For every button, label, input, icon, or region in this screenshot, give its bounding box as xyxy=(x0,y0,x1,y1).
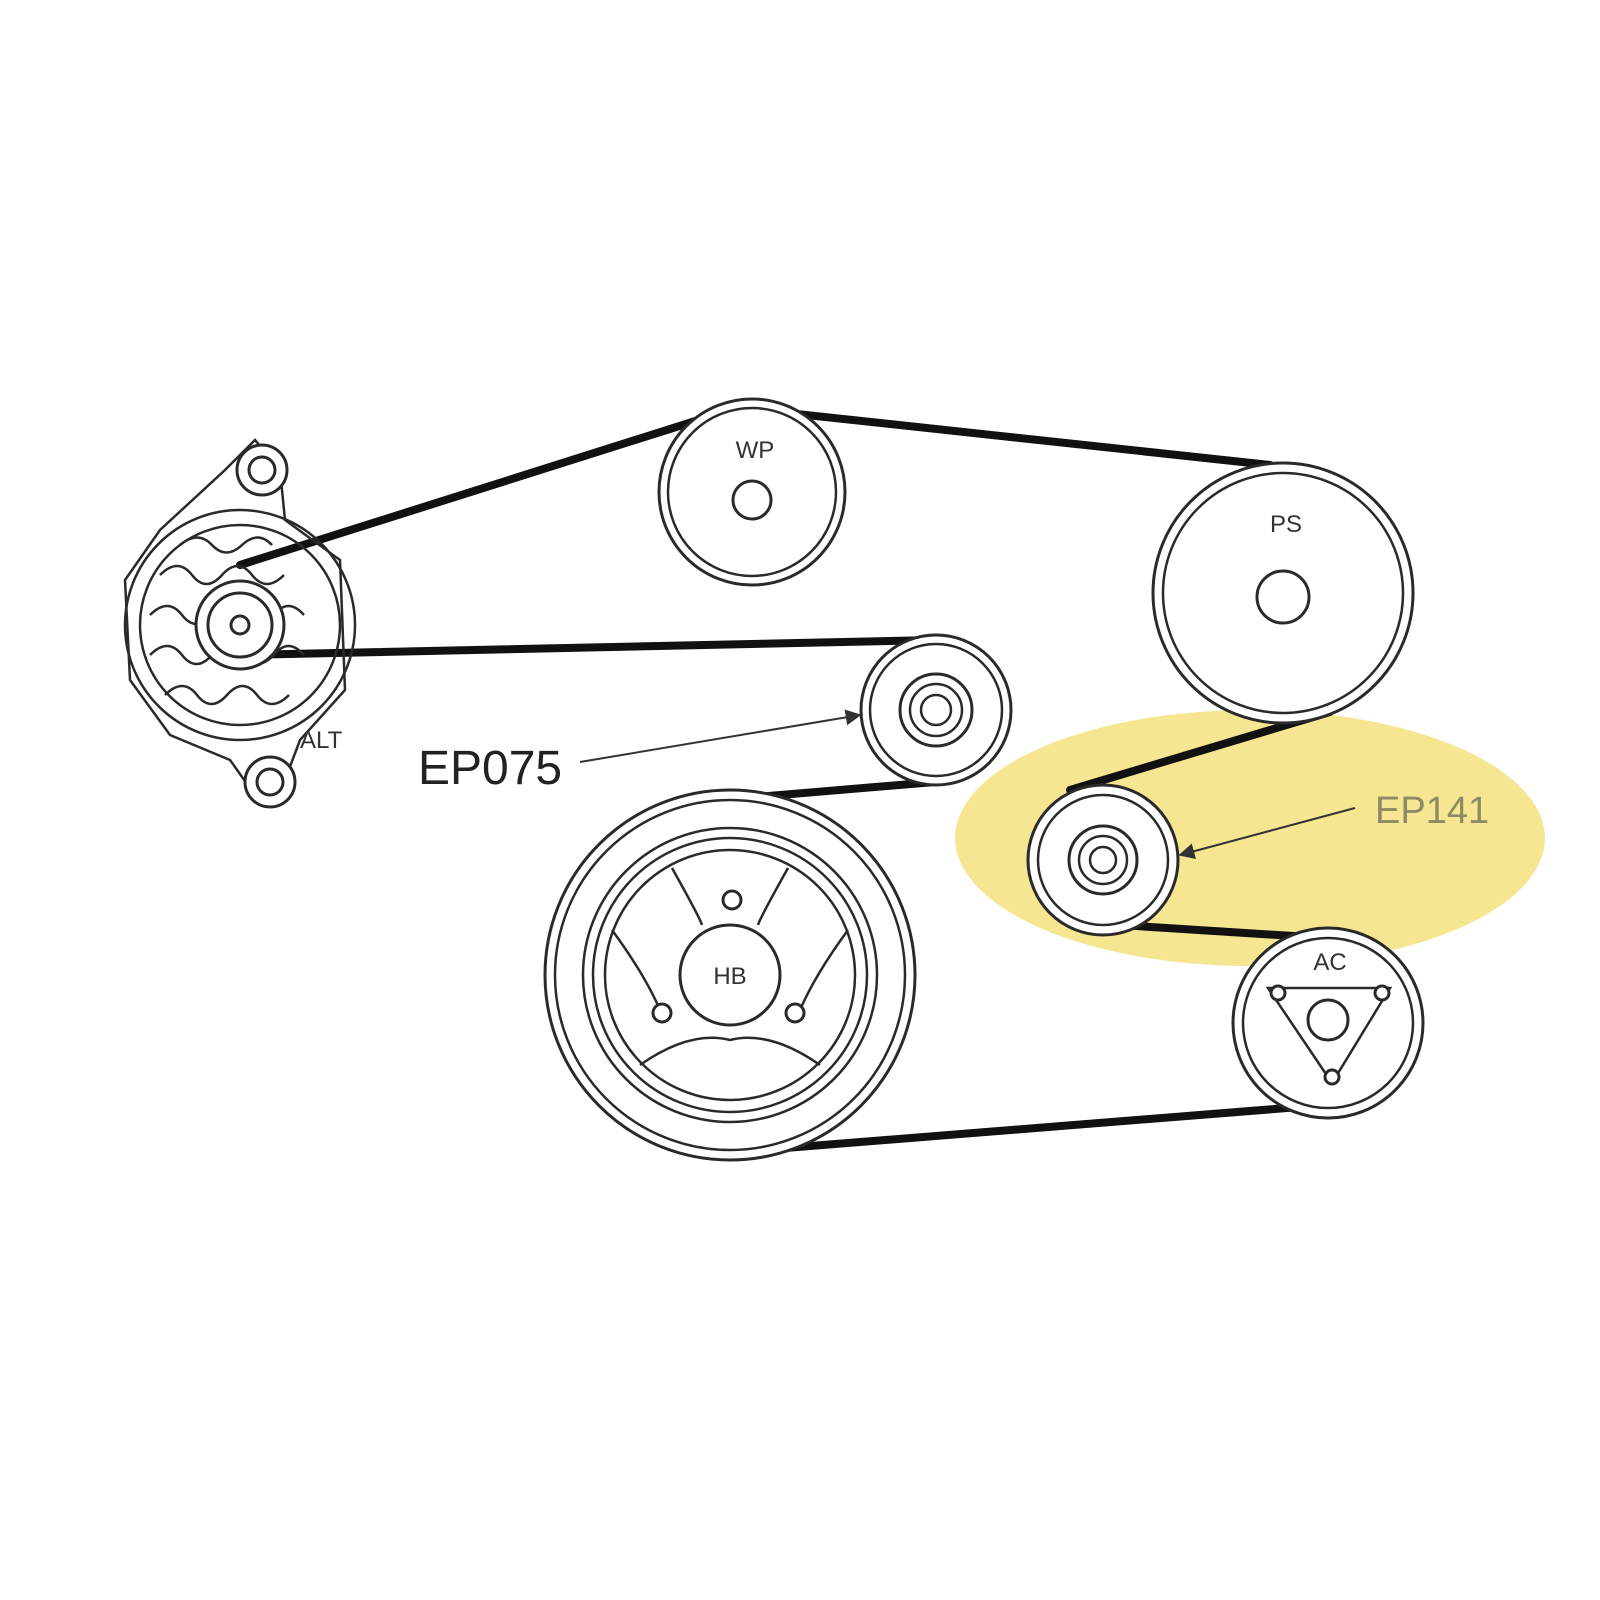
ep075-label: EP075 xyxy=(418,742,562,795)
ac-compressor-pulley xyxy=(1231,926,1425,1120)
ep075-leader xyxy=(579,709,862,763)
hb-label: HB xyxy=(713,963,746,990)
alternator xyxy=(123,438,357,809)
ac-label: AC xyxy=(1313,949,1346,976)
idler-pulley-ep141 xyxy=(1026,783,1180,937)
idler-pulley-ep075 xyxy=(859,633,1013,787)
ps-label: PS xyxy=(1270,511,1302,538)
water-pump-pulley xyxy=(657,397,847,587)
wp-label: WP xyxy=(736,437,775,464)
harmonic-balancer-pulley xyxy=(543,788,917,1162)
ep141-leader xyxy=(1178,807,1356,859)
power-steering-pulley xyxy=(1151,461,1415,725)
ep141-label: EP141 xyxy=(1375,790,1489,832)
alt-label: ALT xyxy=(300,727,343,754)
